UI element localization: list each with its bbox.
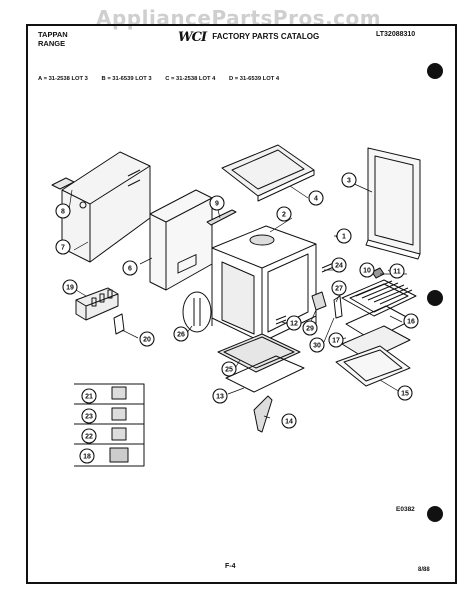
lot-code-legend: A = 31-2538 LOT 3 B = 31-6539 LOT 3 C = … [38, 76, 291, 82]
oven-body-part [211, 225, 317, 350]
svg-text:11: 11 [393, 269, 401, 276]
svg-text:14: 14 [285, 419, 293, 426]
callout-3: 3 [341, 172, 357, 188]
svg-text:25: 25 [225, 367, 233, 374]
svg-text:24: 24 [335, 263, 343, 270]
callout-11: 11 [389, 263, 405, 279]
svg-text:10: 10 [363, 268, 371, 275]
svg-text:4: 4 [314, 196, 318, 203]
callout-7: 7 [55, 239, 71, 255]
svg-text:22: 22 [85, 434, 93, 441]
callout-19: 19 [62, 279, 78, 295]
callout-8: 8 [55, 203, 71, 219]
callout-22: 22 [81, 428, 97, 444]
catalog-title: FACTORY PARTS CATALOG [212, 32, 320, 41]
terminal-block-part [75, 287, 119, 321]
brand-name: TAPPAN [38, 30, 68, 39]
callout-15: 15 [397, 385, 413, 401]
callout-2: 2 [276, 206, 292, 222]
svg-text:9: 9 [215, 201, 219, 208]
callout-26: 26 [173, 326, 189, 342]
callout-23: 23 [81, 408, 97, 424]
callout-17: 17 [328, 332, 344, 348]
callout-4: 4 [308, 190, 324, 206]
svg-text:21: 21 [85, 394, 93, 401]
callout-24: 24 [331, 257, 347, 273]
callout-9: 9 [209, 195, 225, 211]
brand-block: TAPPAN RANGE [38, 30, 68, 48]
door-glass-part [335, 345, 411, 387]
svg-text:29: 29 [306, 326, 314, 333]
callout-12: 12 [286, 315, 302, 331]
wire-clip-part [113, 313, 125, 335]
callout-13: 13 [212, 388, 228, 404]
leveler-leg-part [253, 395, 273, 433]
cooktop-panel-part [221, 144, 315, 202]
svg-text:20: 20 [143, 337, 151, 344]
callout-20: 20 [139, 331, 155, 347]
lot-code-d: D = 31-6539 LOT 4 [228, 76, 280, 82]
svg-text:16: 16 [407, 319, 415, 326]
watermark: AppliancePartsPros.com [96, 6, 382, 30]
binder-hole-icon [427, 63, 443, 79]
rear-liner-part [149, 189, 213, 291]
callout-18: 18 [79, 448, 95, 464]
access-cover-part [51, 177, 75, 190]
callout-25: 25 [221, 361, 237, 377]
callout-14: 14 [281, 413, 297, 429]
bracket-part [206, 209, 237, 226]
callout-10: 10 [359, 262, 375, 278]
svg-text:26: 26 [177, 332, 185, 339]
svg-text:3: 3 [347, 178, 351, 185]
callout-6: 6 [122, 260, 138, 276]
svg-text:19: 19 [66, 285, 74, 292]
svg-text:18: 18 [83, 454, 91, 461]
lot-code-a: A = 31-2538 LOT 3 [38, 76, 88, 82]
product-type: RANGE [38, 39, 66, 48]
svg-text:7: 7 [61, 245, 65, 252]
svg-text:17: 17 [332, 338, 340, 345]
svg-text:30: 30 [313, 343, 321, 350]
drawing-code: E0382 [396, 506, 415, 513]
svg-text:27: 27 [335, 286, 343, 293]
callout-16: 16 [403, 313, 419, 329]
lot-code-c: C = 31-2538 LOT 4 [165, 76, 216, 82]
binder-hole-icon [427, 290, 443, 306]
callout-30: 30 [309, 337, 325, 353]
svg-text:6: 6 [128, 266, 132, 273]
svg-text:15: 15 [401, 391, 409, 398]
svg-text:23: 23 [85, 414, 93, 421]
callout-29: 29 [302, 320, 318, 336]
bottom-trim-part [225, 355, 305, 393]
revision-date: 8/88 [418, 567, 430, 573]
bracket-24-part [311, 291, 327, 311]
svg-text:2: 2 [282, 212, 286, 219]
document-number: LT32088310 [376, 31, 416, 38]
lot-code-b: B = 31-6539 LOT 3 [101, 76, 152, 82]
oven-rack-part [341, 279, 417, 317]
svg-text:8: 8 [61, 209, 65, 216]
diagram-frame [26, 24, 457, 584]
catalog-header: WCI FACTORY PARTS CATALOG [178, 30, 319, 45]
binder-hole-icon [427, 506, 443, 522]
svg-text:1: 1 [342, 234, 346, 241]
svg-text:12: 12 [290, 321, 298, 328]
callout-27: 27 [331, 280, 347, 296]
fastener-part [275, 315, 287, 325]
callout-1: 1 [336, 228, 352, 244]
heating-element-part [182, 291, 212, 333]
wci-logo: WCI [178, 30, 207, 45]
switch-parts-box [74, 383, 145, 467]
svg-text:13: 13 [216, 394, 224, 401]
page-number: F-4 [225, 563, 236, 570]
callout-21: 21 [81, 388, 97, 404]
door-frame-part [365, 147, 421, 260]
